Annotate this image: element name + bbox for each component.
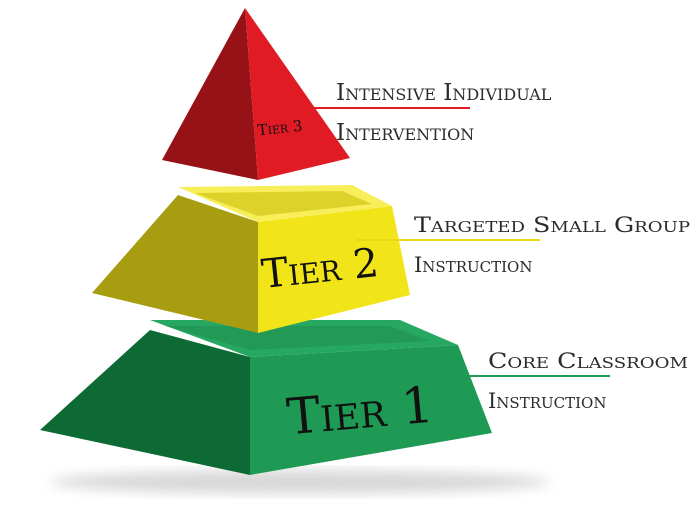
tier-2-block: Tier 2 bbox=[92, 185, 410, 333]
tier-1-description-line-2: Instruction bbox=[488, 389, 606, 413]
tier-2-description-line-2: Instruction bbox=[414, 253, 532, 277]
tier-1-top-inner-shade bbox=[165, 326, 430, 350]
tier-3-description-line-2: Intervention bbox=[336, 120, 474, 146]
tier-2-description-line-1: Targeted Small Group bbox=[414, 213, 690, 237]
tier-2-top-inner-shade bbox=[195, 191, 372, 216]
ground-shadow bbox=[50, 470, 550, 494]
tier-2-front-face bbox=[258, 206, 410, 333]
tier-1-left-face bbox=[40, 330, 250, 475]
tier-3-block: Tier 3 bbox=[162, 8, 350, 180]
tier-1-front-face bbox=[250, 345, 492, 475]
tier-2-left-face bbox=[92, 195, 258, 333]
tier-2-description: Targeted Small Group Instruction bbox=[414, 213, 690, 277]
tier-1-description: Core Classroom Instruction bbox=[488, 349, 688, 413]
tier-3-label: Tier 3 bbox=[257, 117, 304, 140]
tier-3-front-face bbox=[245, 8, 350, 180]
tier-1-description-line-1: Core Classroom bbox=[488, 349, 688, 373]
tier-1-label: Tier 1 bbox=[284, 376, 435, 447]
tier-1-block: Tier 1 bbox=[40, 320, 492, 475]
tier-3-description: Intensive Individual Intervention bbox=[336, 80, 552, 146]
tier-3-left-face bbox=[162, 8, 258, 180]
tier-3-description-line-1: Intensive Individual bbox=[336, 80, 552, 106]
